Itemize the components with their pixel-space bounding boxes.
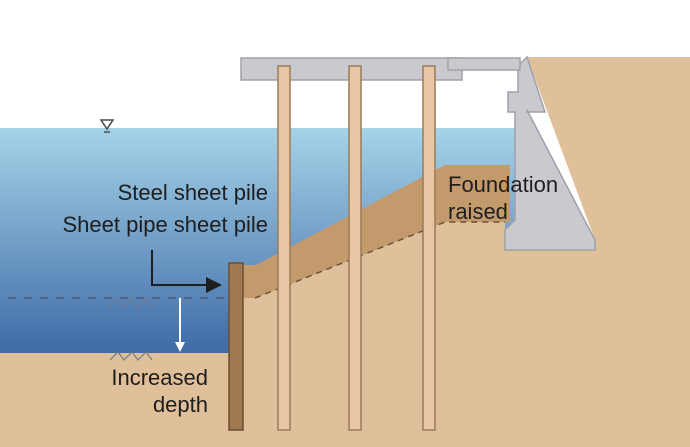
pile: [422, 65, 436, 431]
old-foundation-dashed-line: [254, 221, 505, 299]
label-foundation: Foundation: [448, 172, 558, 197]
seabed-soil: [0, 57, 690, 447]
depth-increase-arrow: [175, 298, 185, 352]
label-raised: raised: [448, 199, 508, 224]
pile: [277, 65, 291, 431]
seabed-hatch-icon: [109, 297, 153, 361]
label-increased: Increased: [111, 365, 208, 390]
sheet-pile-leader-arrow: [151, 250, 222, 293]
label-sheet-pipe-sheet-pile: Sheet pipe sheet pile: [63, 212, 269, 237]
retaining-abutment: [504, 55, 596, 251]
water-level-icon: [99, 119, 115, 133]
label-steel-sheet-pile: Steel sheet pile: [118, 180, 268, 205]
raised-foundation-layer: [243, 165, 510, 298]
pile: [348, 65, 362, 431]
deck-slab-step: [447, 57, 521, 71]
label-depth: depth: [153, 392, 208, 417]
steel-sheet-pile: [228, 262, 244, 431]
